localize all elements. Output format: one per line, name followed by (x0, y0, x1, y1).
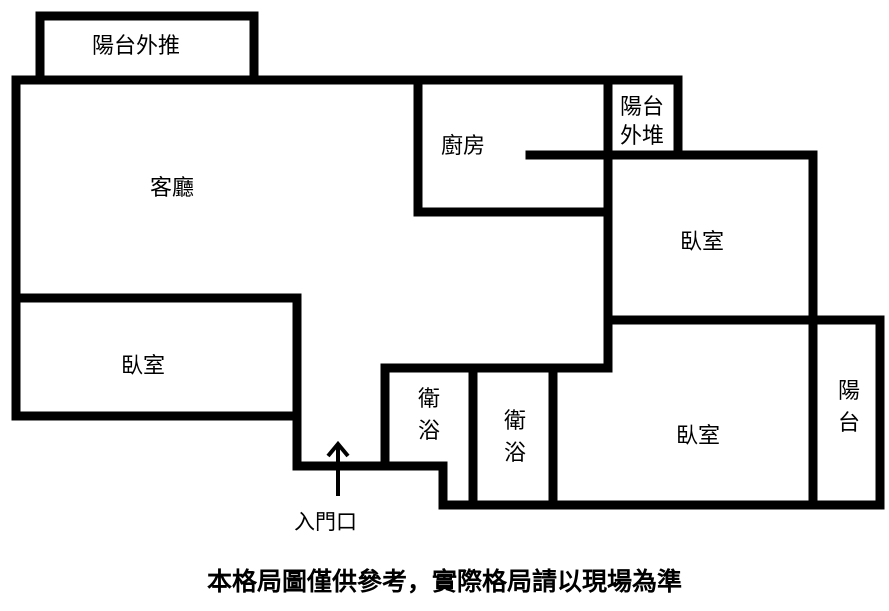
label-bath-2: 衛 浴 (502, 406, 528, 470)
wall-step (380, 315, 885, 510)
label-bedroom-upper-right: 臥室 (680, 230, 725, 255)
disclaimer-caption: 本格局圖僅供參考，實際格局請以現場為準 (206, 567, 682, 596)
label-bedroom-lower-right: 臥室 (676, 424, 721, 449)
label-line: 陽台 (620, 95, 665, 120)
label-line: 陽 (837, 379, 860, 404)
label-balcony-ext-top: 陽台外推 (92, 34, 181, 59)
label-balcony-right: 陽 台 (836, 376, 862, 440)
label-balcony-ext-small: 陽台 外堆 (620, 94, 664, 151)
label-line: 台 (837, 410, 860, 436)
label-entrance: 入門口 (294, 510, 357, 534)
label-bedroom-left: 臥室 (121, 354, 166, 379)
wall-outer-left (11, 75, 302, 421)
label-line: 浴 (417, 418, 440, 444)
label-line: 衛 (503, 409, 526, 434)
wall-kitchen (413, 75, 613, 217)
entrance-arrow-head (326, 440, 350, 458)
label-bath-1: 衛 浴 (416, 384, 442, 448)
label-line: 衛 (417, 387, 440, 412)
wall-bath-top (380, 75, 613, 471)
label-line: 外堆 (620, 123, 665, 149)
wall-living-bedroom (11, 293, 390, 471)
label-kitchen: 廚房 (441, 134, 486, 159)
label-line: 浴 (503, 440, 526, 466)
label-living-room: 客廳 (150, 176, 195, 201)
